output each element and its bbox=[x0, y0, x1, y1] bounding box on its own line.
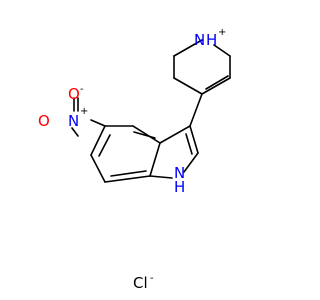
bond-n1-c2 bbox=[173, 39, 203, 57]
bond-c3-c2 bbox=[189, 125, 199, 154]
bond-c3-c2-double bbox=[185, 133, 193, 155]
benzene-ring bbox=[90, 125, 161, 183]
bond-c4-c5-double bbox=[205, 75, 229, 90]
indole-hydrogen-label: H bbox=[174, 178, 185, 196]
nitro-oxygen-top-charge: - bbox=[80, 84, 84, 95]
indole-nitrogen-label: N bbox=[174, 164, 185, 182]
bond-c2-n1 bbox=[183, 152, 199, 173]
pyrrole-ring bbox=[149, 125, 199, 179]
bond-c7a-c3a bbox=[149, 142, 161, 177]
bond-c5-nitro-n bbox=[90, 119, 106, 127]
bond-nitro-n-o-right bbox=[71, 127, 79, 137]
nitro-nitrogen-charge: + bbox=[80, 106, 88, 117]
bond-c5-c6 bbox=[90, 125, 106, 156]
bond-c6-c7 bbox=[90, 154, 106, 183]
ring-nitrogen-hydrogen-label: H bbox=[206, 31, 217, 49]
bond-c3a-c4-double bbox=[133, 131, 156, 139]
chemical-structure: N H + N + O - O N H Cl - bbox=[38, 27, 231, 292]
bond-c4-c5 bbox=[201, 77, 231, 95]
bond-c5-c6-double bbox=[98, 134, 111, 157]
bond-c6-n1 bbox=[213, 44, 231, 57]
bond-c3-c4 bbox=[173, 77, 203, 95]
nitro-oxygen-right-label: O bbox=[38, 112, 50, 130]
bond-n1-c7a bbox=[149, 175, 173, 179]
nitro-group bbox=[71, 97, 106, 137]
tetrahydropyridine-ring bbox=[173, 39, 231, 95]
bond-c3a-c4 bbox=[132, 125, 161, 144]
nitro-nitrogen-label: N bbox=[68, 112, 79, 130]
bond-c7-c7a bbox=[104, 175, 151, 183]
bond-c3a-c3 bbox=[159, 125, 191, 144]
chloride-charge: - bbox=[150, 273, 154, 284]
bond-c7-c7a-double bbox=[110, 170, 147, 177]
bond-ring-link bbox=[189, 93, 203, 127]
nitro-oxygen-top-label: O bbox=[68, 85, 80, 103]
ring-nitrogen-charge: + bbox=[218, 27, 226, 38]
chloride-label: Cl bbox=[133, 274, 148, 292]
atom-labels: N H + N + O - O N H Cl - bbox=[38, 27, 226, 292]
ring-nitrogen-label: N bbox=[194, 31, 205, 49]
